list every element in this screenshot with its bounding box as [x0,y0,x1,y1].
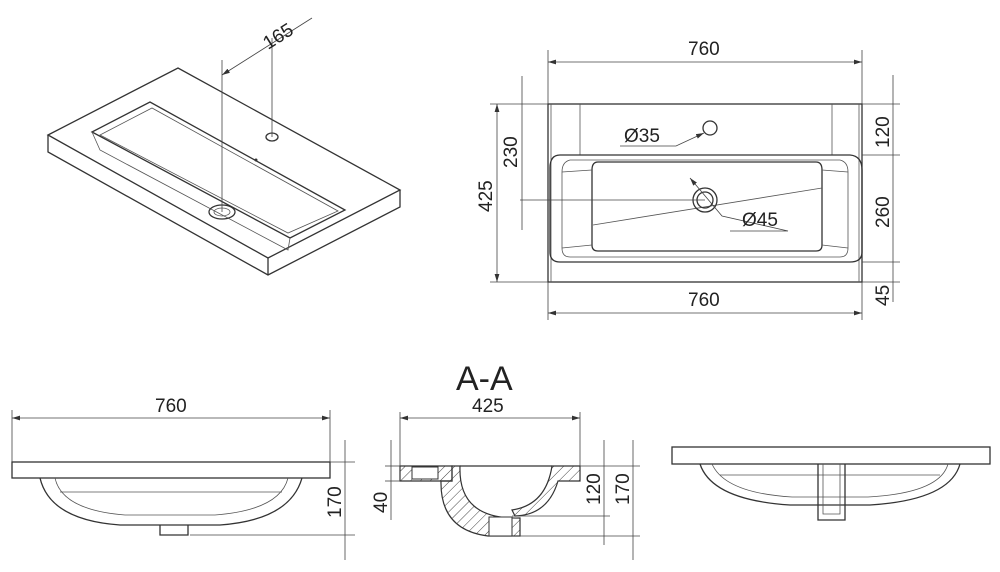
isometric-view: 165 [46,17,402,276]
side-view [671,446,991,521]
plan-view: Ø35 Ø45 760 760 425 230 120 260 45 [476,39,900,320]
front-view: 760 170 [11,396,355,560]
section-height-label: 170 [613,473,634,505]
depth-total-label: 425 [476,180,497,212]
drain-hole-label: Ø45 [742,210,778,231]
bowl-height-label: 120 [584,473,605,505]
tap-hole [702,120,718,136]
tap-hole-label: Ø35 [624,126,660,147]
section-depth-label: 425 [472,396,504,417]
width-top-label: 760 [688,39,720,60]
slab-thickness-label: 40 [371,492,392,513]
front-width-label: 760 [155,396,187,417]
drain-offset-label: 230 [501,136,522,168]
width-bottom-label: 760 [688,290,720,311]
front-lip-label: 45 [873,285,894,306]
deck-depth-label: 120 [873,116,894,148]
section-title: A-A [456,360,513,398]
basin-depth-label: 260 [873,196,894,228]
section-view: 425 40 120 170 [371,396,640,560]
front-height-label: 170 [325,486,346,518]
depth-dim-label: 165 [260,20,298,55]
